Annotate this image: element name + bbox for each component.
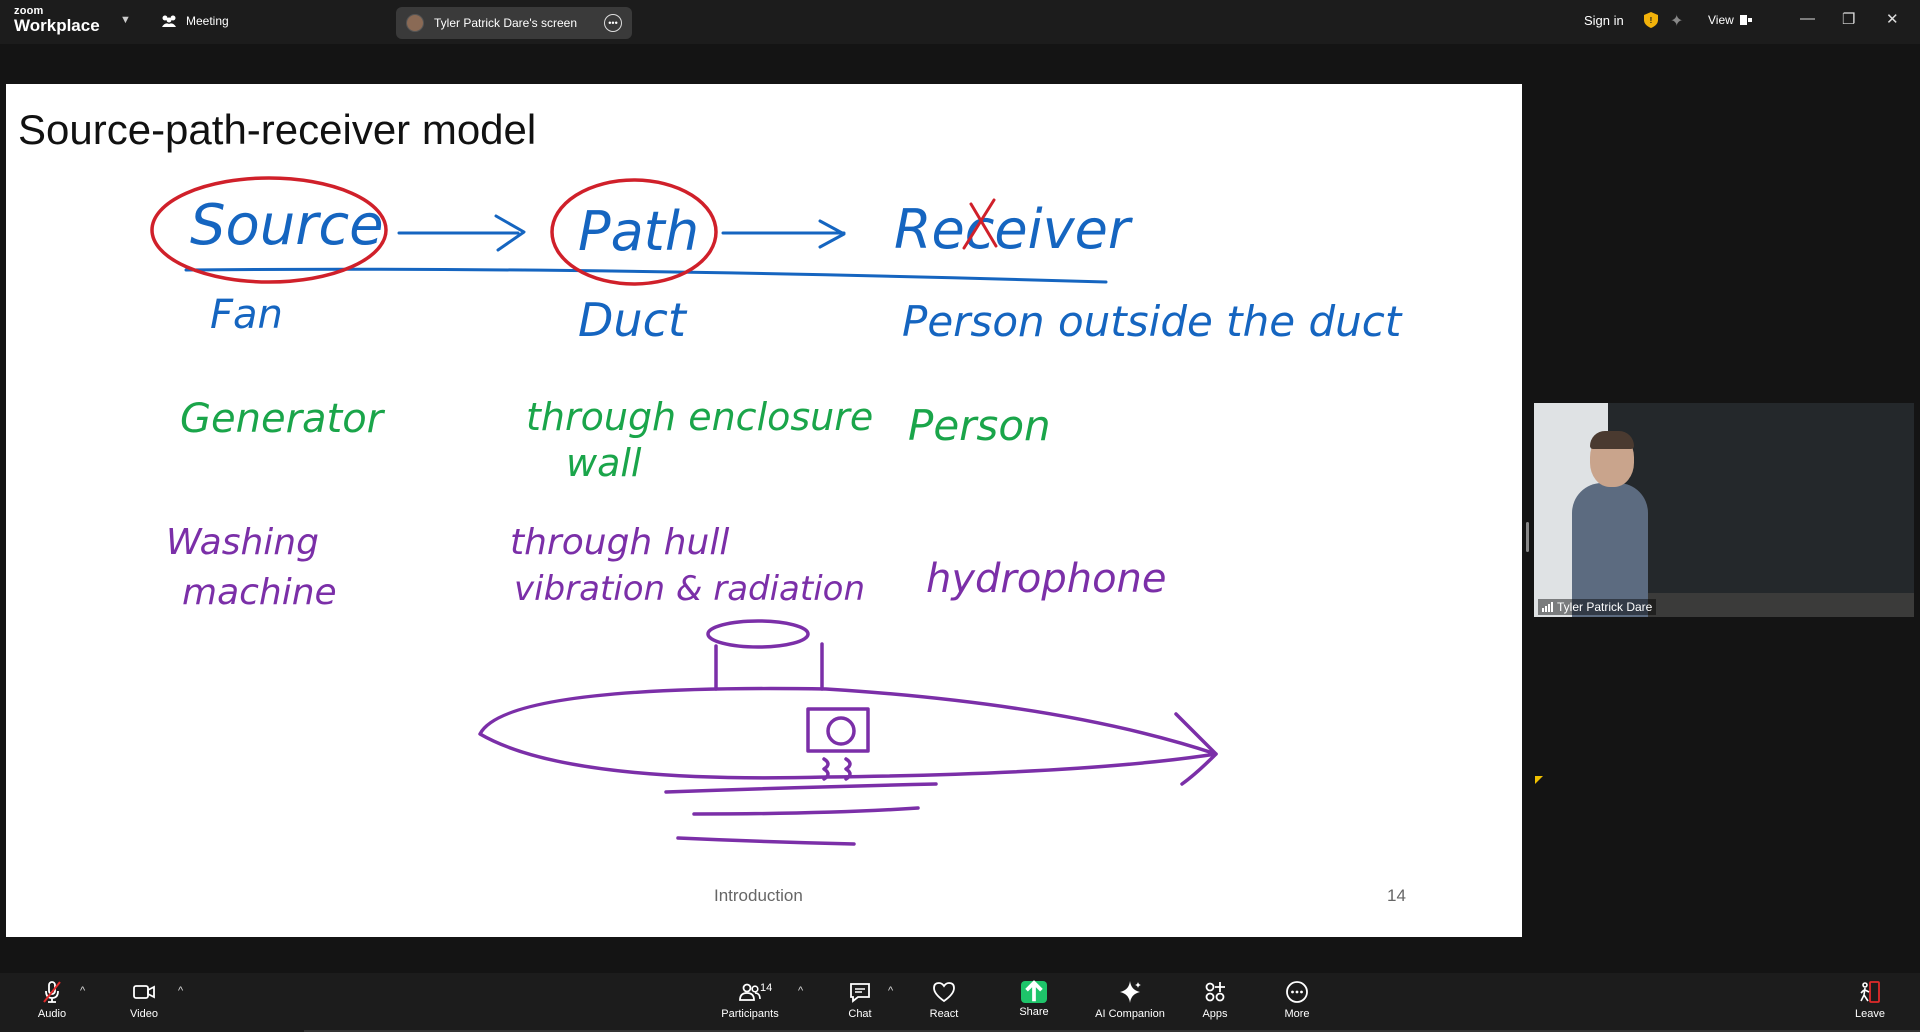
apps-button[interactable]: Apps: [1175, 979, 1255, 1020]
svg-text:!: !: [1650, 16, 1653, 25]
meeting-menu[interactable]: Meeting: [160, 14, 229, 28]
video-person-hair: [1590, 431, 1634, 449]
hw-hydrophone: hydrophone: [926, 556, 1167, 602]
more-options-icon[interactable]: •••: [604, 14, 622, 32]
slide-title: Source-path-receiver model: [18, 106, 537, 153]
hw-through-hull: through hull: [510, 522, 729, 563]
more-dots-icon: [1286, 981, 1308, 1003]
ai-sparkle-icon[interactable]: ✦: [1670, 13, 1684, 30]
leave-door-icon: [1860, 981, 1880, 1003]
apps-label: Apps: [1202, 1008, 1228, 1020]
video-options-caret-icon[interactable]: ^: [178, 985, 184, 997]
sign-in-link[interactable]: Sign in: [1584, 13, 1624, 28]
hw-through-enclosure: through enclosure: [526, 395, 873, 439]
view-layout-icon: [1739, 15, 1752, 25]
chat-button[interactable]: Chat: [820, 979, 900, 1020]
share-arrow-icon: [1021, 980, 1047, 1003]
share-button[interactable]: Share: [994, 979, 1074, 1018]
view-menu[interactable]: View: [1708, 13, 1752, 27]
audio-label: Audio: [37, 1008, 67, 1020]
participant-name: Tyler Patrick Dare: [1557, 600, 1653, 614]
slide-annotations: Source Path Receiver Fan Duct Person out…: [150, 176, 1403, 846]
chat-label: Chat: [848, 1008, 872, 1020]
hw-fan: Fan: [210, 292, 283, 338]
video-button[interactable]: Video: [104, 979, 184, 1020]
shared-slide: Source-path-receiver model Source Path R…: [6, 84, 1522, 937]
hw-machine: machine: [182, 572, 337, 613]
more-label: More: [1284, 1008, 1310, 1020]
participants-icon: [739, 983, 761, 1001]
hw-wall: wall: [566, 441, 642, 485]
hw-duct: Duct: [578, 293, 688, 347]
screen-share-label: Tyler Patrick Dare's screen: [434, 16, 577, 30]
participant-name-label: Tyler Patrick Dare: [1538, 599, 1657, 615]
heart-icon: [933, 982, 955, 1003]
ai-companion-button[interactable]: AI Companion: [1090, 979, 1170, 1020]
zoom-workplace-logo[interactable]: zoom Workplace: [14, 5, 100, 35]
slide-footer: Introduction: [714, 886, 803, 905]
hw-circle-source: [150, 176, 388, 284]
participant-video-tile[interactable]: Tyler Patrick Dare: [1534, 403, 1914, 617]
hw-arrow-1: [397, 214, 526, 252]
chat-options-caret-icon[interactable]: ^: [888, 985, 894, 997]
participants-count: 14: [760, 982, 773, 994]
hw-person-outside: Person outside the duct: [902, 297, 1403, 346]
hw-receiver: Receiver: [894, 198, 1133, 261]
resize-handle[interactable]: [1526, 522, 1529, 552]
hw-washing: Washing: [166, 522, 319, 563]
participants-label: Participants: [721, 1008, 779, 1020]
restore-icon[interactable]: ❐: [1842, 11, 1856, 28]
slide-page-number: 14: [1387, 886, 1406, 905]
leave-button[interactable]: Leave: [1830, 979, 1910, 1020]
presenter-avatar: [406, 14, 424, 32]
share-label: Share: [1019, 1006, 1049, 1018]
chat-bubble-icon: [850, 983, 870, 1003]
video-person-body: [1572, 483, 1648, 617]
more-button[interactable]: More: [1257, 979, 1337, 1020]
meeting-label: Meeting: [186, 14, 229, 28]
minimize-icon[interactable]: —: [1800, 10, 1815, 27]
screen-share-indicator[interactable]: Tyler Patrick Dare's screen •••: [396, 7, 632, 39]
mouse-cursor-icon: [1535, 776, 1543, 784]
audio-button[interactable]: Audio: [12, 979, 92, 1020]
video-background-board: [1608, 403, 1914, 593]
video-label: Video: [130, 1008, 158, 1020]
hw-arrow-2: [721, 219, 846, 249]
ai-companion-label: AI Companion: [1095, 1008, 1165, 1020]
logo-line2: Workplace: [14, 16, 100, 35]
video-background-desk: [1608, 593, 1914, 617]
chevron-down-icon[interactable]: ▼: [120, 14, 131, 26]
react-label: React: [929, 1008, 959, 1020]
hw-person: Person: [908, 401, 1051, 450]
apps-grid-icon: [1205, 982, 1225, 1002]
top-bar: zoom Workplace ▼ Meeting Tyler Patrick D…: [0, 0, 1920, 44]
hw-underline: [184, 267, 1108, 284]
hw-submarine-drawing: [478, 619, 1218, 846]
hw-generator: Generator: [180, 396, 386, 442]
meeting-people-icon: [162, 15, 176, 27]
muted-microphone-icon: [43, 981, 61, 1003]
hw-circle-path: [550, 178, 718, 286]
participants-button[interactable]: 14 Participants: [710, 979, 790, 1020]
hw-vibration-radiation: vibration & radiation: [514, 569, 865, 609]
hw-path: Path: [578, 200, 699, 263]
audio-options-caret-icon[interactable]: ^: [80, 985, 86, 997]
hw-source: Source: [190, 193, 384, 258]
security-shield-icon[interactable]: !: [1644, 12, 1658, 28]
ai-sparkle-icon: [1120, 981, 1141, 1003]
video-camera-icon: [133, 985, 155, 999]
leave-label: Leave: [1855, 1008, 1885, 1020]
view-label: View: [1708, 13, 1734, 27]
window-bottom-border: [304, 1030, 1920, 1032]
close-icon[interactable]: ✕: [1886, 11, 1899, 28]
react-button[interactable]: React: [904, 979, 984, 1020]
logo-line1: zoom: [14, 5, 44, 17]
signal-strength-icon: [1542, 602, 1553, 612]
participants-options-caret-icon[interactable]: ^: [798, 985, 804, 997]
meeting-toolbar: Audio ^ Video ^ 14 Participants ^: [0, 973, 1920, 1032]
hw-cross: [962, 198, 998, 250]
